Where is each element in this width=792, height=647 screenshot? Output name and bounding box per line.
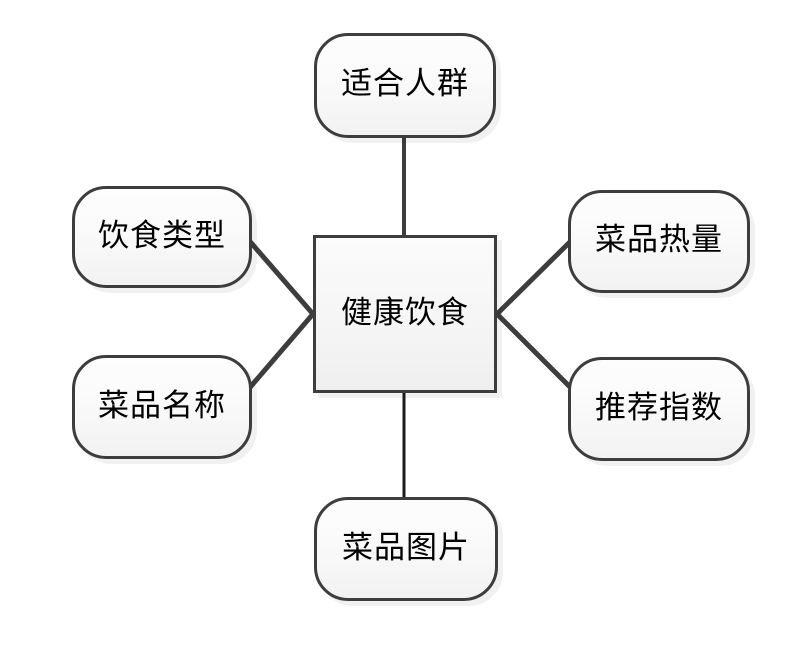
edge-right-upper-to-central — [495, 234, 578, 316]
node-top-label: 适合人群 — [341, 66, 469, 102]
node-dish-name[interactable]: 菜品名称 — [72, 355, 252, 459]
node-right-lower-label: 推荐指数 — [595, 389, 723, 426]
node-dish-calories[interactable]: 菜品热量 — [568, 190, 750, 293]
node-bottom-label: 菜品图片 — [342, 529, 470, 566]
node-suitable-crowd[interactable]: 适合人群 — [314, 33, 496, 138]
node-recommendation-index[interactable]: 推荐指数 — [568, 357, 750, 461]
node-central-health-diet[interactable]: 健康饮食 — [313, 235, 497, 393]
node-dish-image[interactable]: 菜品图片 — [314, 497, 498, 601]
edge-left-upper-to-central — [244, 235, 315, 316]
node-diet-type[interactable]: 饮食类型 — [72, 186, 252, 288]
node-left-upper-label: 饮食类型 — [98, 217, 226, 254]
node-left-lower-label: 菜品名称 — [98, 387, 226, 424]
node-right-upper-label: 菜品热量 — [595, 222, 723, 258]
edge-right-lower-to-central — [495, 312, 578, 395]
node-central-label: 健康饮食 — [341, 294, 469, 331]
edge-left-lower-to-central — [244, 312, 315, 394]
